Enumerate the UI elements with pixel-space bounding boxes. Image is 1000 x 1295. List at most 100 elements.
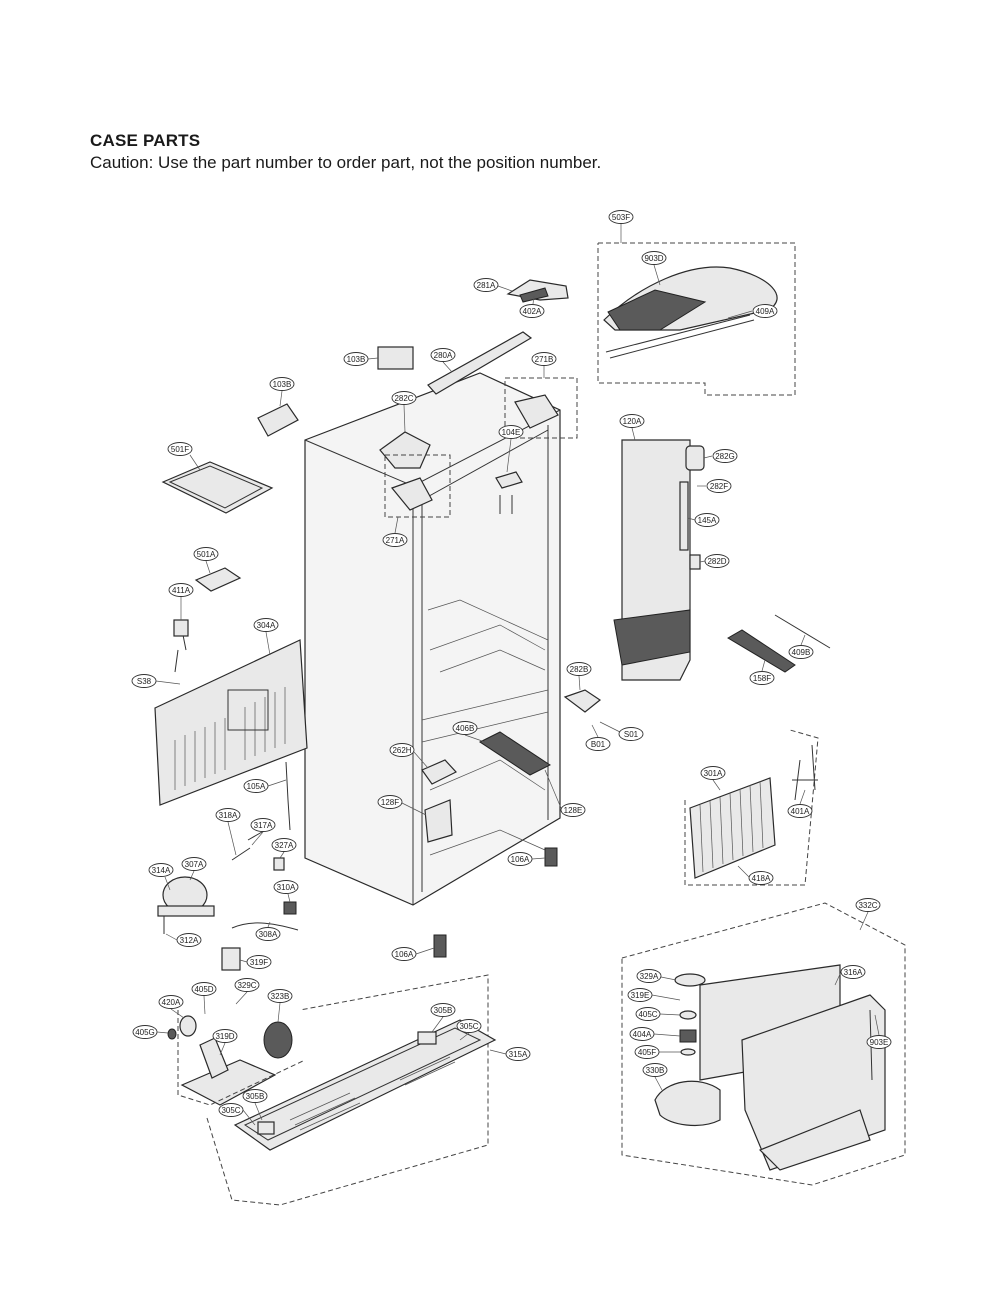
callout-319d: 319D	[212, 1029, 238, 1043]
part-319f	[221, 947, 241, 971]
callout-text: 318A	[219, 811, 238, 820]
cover-panel-304a	[154, 639, 308, 806]
callout-308a: 308A	[255, 927, 281, 941]
callout-503f: 503F	[608, 210, 634, 224]
heater-401a	[792, 744, 818, 801]
callout-318a: 318A	[215, 808, 241, 822]
callout-text: 405F	[638, 1048, 656, 1057]
callout-314a: 314A	[148, 863, 174, 877]
callout-405c: 405C	[635, 1007, 661, 1021]
leveling-leg-a	[544, 847, 558, 867]
callout-271b: 271B	[531, 352, 557, 366]
assembly-503f-outline	[597, 242, 796, 396]
callout-text: 503F	[612, 213, 630, 222]
cabinet	[304, 372, 561, 906]
callout-145a: 145A	[694, 513, 720, 527]
callout-text: 301A	[704, 769, 723, 778]
callout-text: 308A	[259, 930, 278, 939]
callout-327a: 327A	[271, 838, 297, 852]
callout-text: 305B	[434, 1006, 453, 1015]
callout-text: 106A	[395, 950, 414, 959]
callout-282g: 282G	[712, 449, 738, 463]
callout-120a: 120A	[619, 414, 645, 428]
callout-404a: 404A	[629, 1027, 655, 1041]
part-310a	[283, 901, 297, 915]
evaporator-fins	[699, 780, 764, 873]
callout-317a: 317A	[250, 818, 276, 832]
caution-note: Caution: Use the part number to order pa…	[90, 153, 602, 172]
callout-411a: 411A	[168, 583, 194, 597]
evaporator-301a	[689, 777, 776, 879]
callout-text: 319F	[250, 958, 268, 967]
callout-text: 282B	[570, 665, 589, 674]
callout-text: 305B	[246, 1092, 265, 1101]
callout-319f: 319F	[246, 955, 272, 969]
top-cover-bar	[427, 331, 533, 395]
callout-text: S38	[137, 677, 152, 686]
callout-409a: 409A	[752, 304, 778, 318]
callout-text: 409A	[756, 307, 775, 316]
callout-text: 317A	[254, 821, 273, 830]
bracket-406b	[479, 731, 551, 776]
part-103b-top	[377, 346, 414, 370]
callout-text: 411A	[172, 586, 191, 595]
callout-text: 314A	[152, 866, 171, 875]
part-128f	[424, 799, 453, 843]
leader-lines	[155, 224, 880, 1126]
callout-329c: 329C	[234, 978, 260, 992]
part-103b-left	[257, 403, 299, 437]
callout-128f: 128F	[377, 795, 403, 809]
callout-282f: 282F	[706, 479, 732, 493]
callout-281a: 281A	[473, 278, 499, 292]
part-327a	[273, 857, 285, 871]
callout-402a: 402A	[519, 304, 545, 318]
callout-text: 271B	[535, 355, 554, 364]
callout-text: 404A	[633, 1030, 652, 1039]
hinge-bracket-left	[379, 431, 431, 469]
assembly-332c-outline	[621, 902, 906, 1186]
auger-330b	[654, 1080, 721, 1126]
part-404a	[679, 1029, 697, 1043]
base-group-box	[206, 974, 489, 1206]
hinge-group-box-left	[384, 454, 451, 518]
callout-text: 409B	[792, 648, 811, 657]
hose-105a	[285, 761, 291, 831]
callout-105a: 105A	[243, 779, 269, 793]
callout-409b: 409B	[788, 645, 814, 659]
callout-text: 501F	[171, 445, 189, 454]
callout-text: 307A	[185, 860, 204, 869]
part-420a	[179, 1015, 197, 1037]
callout-262h: 262H	[389, 743, 415, 757]
callout-128e: 128E	[560, 803, 586, 817]
callout-323b: 323B	[267, 989, 293, 1003]
hinge-plate-left	[390, 477, 433, 511]
bracket-281a-plate	[519, 287, 549, 303]
callout-text: 330B	[646, 1066, 665, 1075]
clip-104e	[495, 471, 523, 489]
callout-305c: 305C	[218, 1103, 244, 1117]
callout-406b: 406B	[452, 721, 478, 735]
callout-s01: S01	[618, 727, 644, 741]
callout-305b: 305B	[430, 1003, 456, 1017]
callout-305c: 305C	[456, 1019, 482, 1033]
callout-text: 405D	[194, 985, 213, 994]
callout-103b: 103B	[269, 377, 295, 391]
callout-text: 280A	[434, 351, 453, 360]
base-vents	[289, 1056, 456, 1131]
callout-332c: 332C	[855, 898, 881, 912]
callout-text: 903D	[644, 254, 663, 263]
tray-501f	[161, 461, 274, 514]
callout-text: 158F	[753, 674, 771, 683]
callout-text: 323B	[271, 992, 290, 1001]
callout-315a: 315A	[505, 1047, 531, 1061]
callout-103b: 103B	[343, 352, 369, 366]
callout-text: 405G	[135, 1028, 155, 1037]
callout-282d: 282D	[704, 554, 730, 568]
hinge-282b	[563, 689, 602, 713]
callout-text: 104E	[502, 428, 521, 437]
callout-text: 282G	[715, 452, 735, 461]
callout-405f: 405F	[634, 1045, 660, 1059]
callout-text: 418A	[752, 874, 771, 883]
callout-319e: 319E	[627, 988, 653, 1002]
